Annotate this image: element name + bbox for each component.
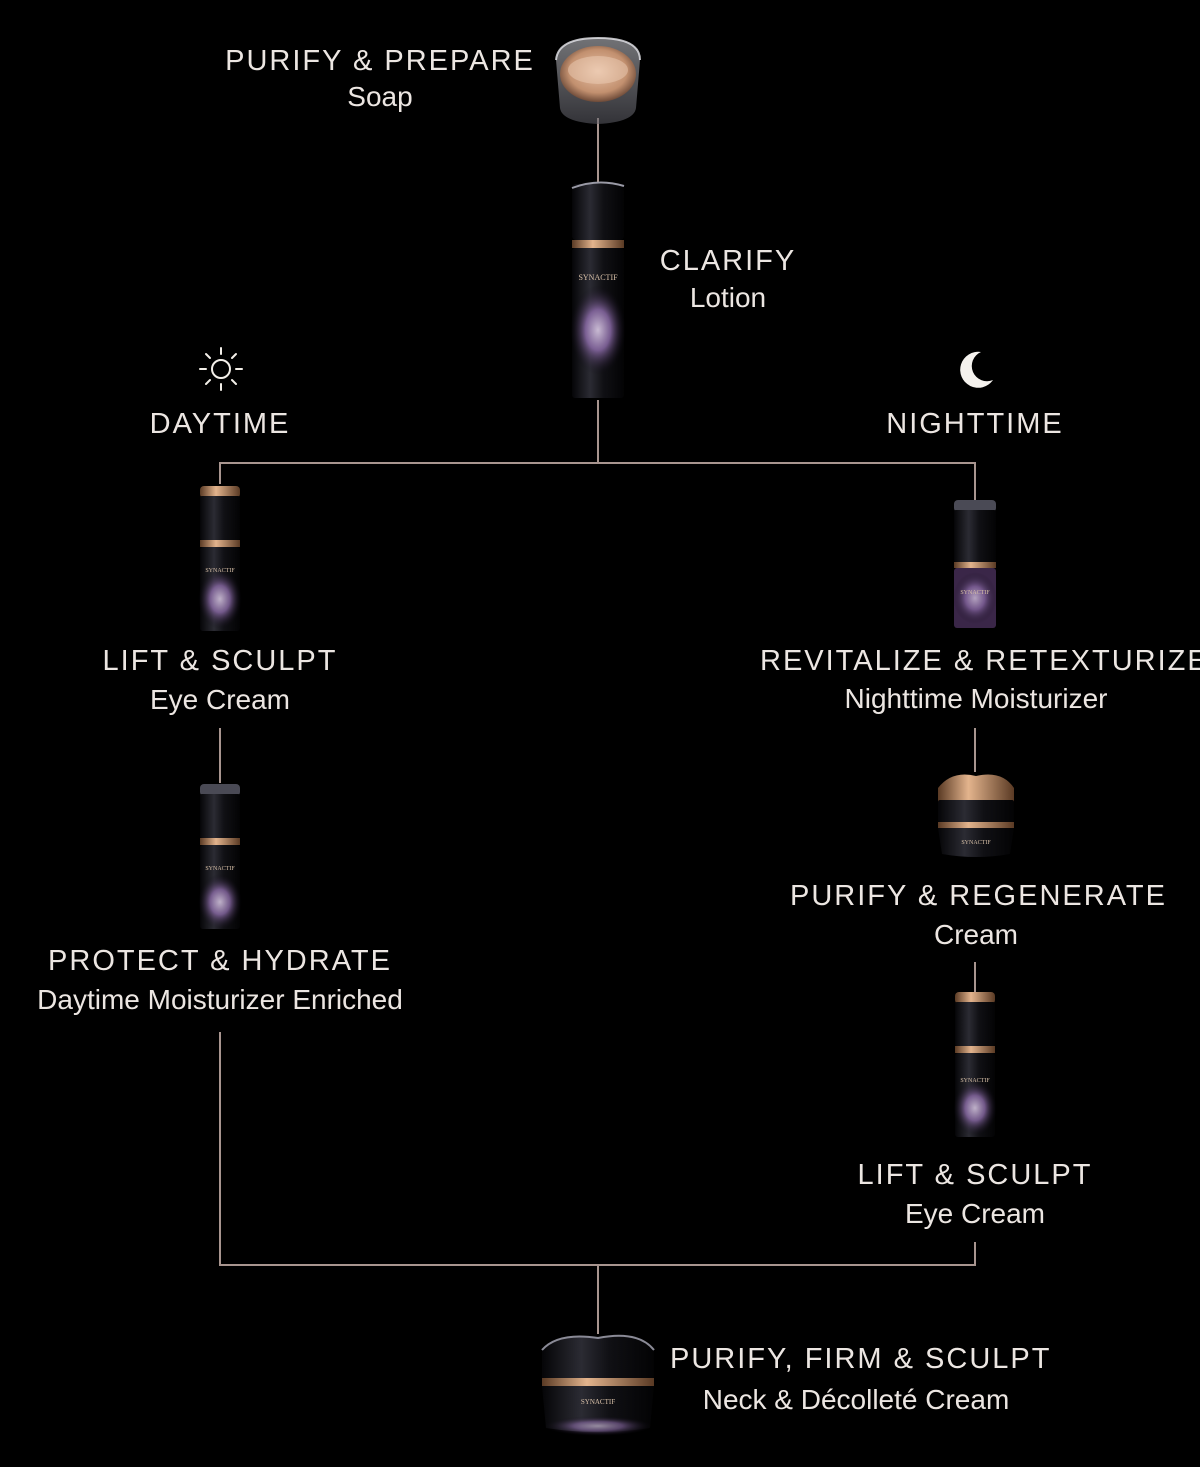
- night-eye-bottle-text: SYNACTIF: [960, 1078, 990, 1084]
- cream-jar-text: SYNACTIF: [961, 840, 991, 846]
- connector-split-night: [974, 462, 976, 500]
- night-moist-product-name: Nighttime Moisturizer: [844, 683, 1108, 714]
- night-moist-step-title: REVITALIZE & RETEXTURIZE: [760, 645, 1200, 677]
- connector-split-day: [219, 462, 221, 484]
- day-eye-bottle-text: SYNACTIF: [205, 568, 235, 574]
- cream-step-title: PURIFY & REGENERATE: [790, 880, 1167, 912]
- day-moist-step-title: PROTECT & HYDRATE: [48, 945, 392, 977]
- neck-step-title: PURIFY, FIRM & SCULPT: [670, 1343, 1052, 1375]
- soap-step-title: PURIFY & PREPARE: [225, 45, 535, 77]
- connector-split-horizontal: [219, 462, 976, 464]
- cream-jar-icon: SYNACTIF: [938, 774, 1014, 857]
- daytime-label: DAYTIME: [149, 408, 291, 440]
- connector-night-moist-cream: [974, 728, 976, 772]
- night-eye-step-title: LIFT & SCULPT: [857, 1159, 1093, 1191]
- day-moisturizer-bottle-icon: SYNACTIF: [198, 784, 242, 930]
- moon-icon: [960, 351, 993, 388]
- neck-jar-text: SYNACTIF: [581, 1398, 615, 1406]
- day-eye-step-title: LIFT & SCULPT: [102, 645, 338, 677]
- connector-lotion-split: [597, 400, 599, 463]
- night-moisturizer-bottle-icon: SYNACTIF: [953, 500, 997, 628]
- cream-product-name: Cream: [933, 919, 1018, 950]
- day-moist-product-name: Daytime Moisturizer Enriched: [37, 984, 403, 1015]
- night-moist-bottle-text: SYNACTIF: [960, 590, 990, 596]
- connector-night-down: [974, 1242, 976, 1265]
- eye-cream-bottle-icon: SYNACTIF: [198, 486, 242, 631]
- day-moist-bottle-text: SYNACTIF: [205, 866, 235, 872]
- soap-jar-icon: [555, 36, 641, 124]
- connector-day-eye-moist: [219, 728, 221, 783]
- neck-cream-jar-icon: SYNACTIF: [541, 1334, 655, 1436]
- connector-cream-eye: [974, 962, 976, 992]
- lotion-step-title: CLARIFY: [659, 245, 797, 277]
- sun-icon: [199, 347, 243, 391]
- lotion-bottle-icon: SYNACTIF: [570, 181, 626, 398]
- lotion-bottle-text: SYNACTIF: [578, 273, 618, 282]
- soap-product-name: Soap: [347, 81, 413, 112]
- connector-merge-neck: [597, 1264, 599, 1334]
- connector-soap-lotion: [597, 118, 599, 182]
- nighttime-label: NIGHTTIME: [886, 408, 1064, 440]
- eye-cream-bottle-icon: SYNACTIF: [953, 992, 997, 1137]
- neck-product-name: Neck & Décolleté Cream: [702, 1384, 1010, 1415]
- connector-day-down: [219, 1032, 221, 1265]
- day-eye-product-name: Eye Cream: [149, 684, 291, 715]
- lotion-product-name: Lotion: [689, 282, 767, 313]
- night-eye-product-name: Eye Cream: [904, 1198, 1046, 1229]
